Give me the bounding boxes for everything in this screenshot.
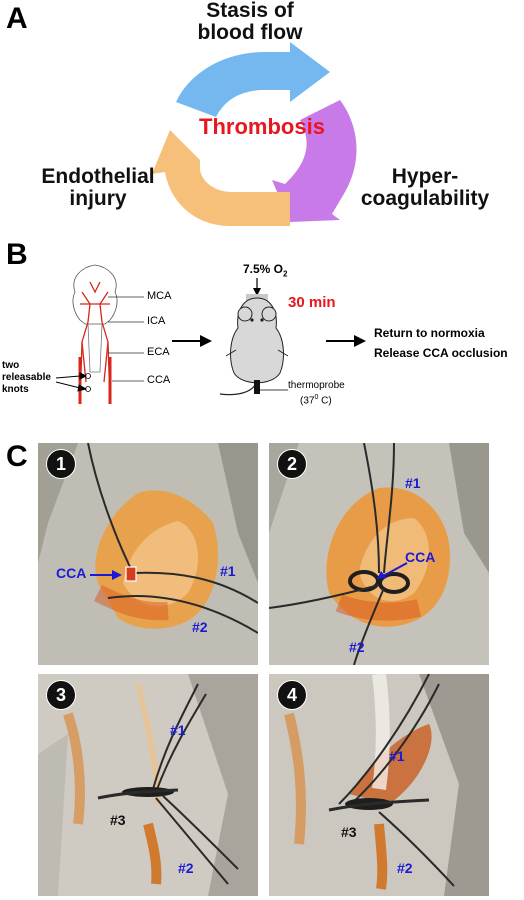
thrombosis-label: Thrombosis [199, 114, 325, 139]
surgery-photo-4: 4 #1 #3 #2 [269, 674, 489, 896]
step-1-badge: 1 [46, 449, 76, 479]
photo2-cca-label: CCA [405, 549, 436, 565]
stasis-label-line1: Stasis of [206, 0, 294, 22]
brainstem-outline [87, 323, 103, 373]
hypercoagulability-label-line1: Hyper- [391, 165, 459, 188]
hypercoagulability-arrow [272, 100, 357, 222]
flow-arrow-2 [326, 335, 366, 347]
knots-label-line2: releasable [2, 372, 51, 383]
photo1-cca-arrow [90, 570, 122, 580]
endothelial-injury-arrow [152, 130, 290, 226]
mouse-illustration [219, 278, 289, 396]
photo4-thread3-label: #3 [341, 824, 357, 840]
step-4-badge: 4 [277, 680, 307, 710]
photo4-thread2-label: #2 [397, 860, 413, 876]
temperature-close: C) [318, 395, 332, 407]
cca-label: CCA [147, 374, 171, 386]
temperature-text: (370 C) [288, 392, 345, 407]
oxygen-label: 7.5% O2 [243, 262, 287, 278]
temperature-sup: 0 [314, 394, 319, 401]
vessel-anatomy-diagram [72, 264, 118, 405]
step-2-badge: 2 [277, 449, 307, 479]
oxygen-subscript: 2 [283, 269, 288, 279]
knot-pointer-arrows [56, 372, 91, 392]
hypercoagulability-label-line2: coagulability [360, 187, 490, 210]
thermoprobe-leader [258, 389, 288, 391]
endothelial-label-line1: Endothelial [41, 165, 155, 188]
photo2-thread1-label: #1 [405, 475, 421, 491]
vessel-leader-lines [108, 296, 144, 382]
endothelial-label-line2: injury [69, 187, 127, 210]
thermoprobe-label: thermoprobe (370 C) [288, 380, 345, 407]
stasis-arrow [176, 42, 330, 117]
duration-label: 30 min [288, 294, 336, 311]
flow-arrow-1 [172, 335, 212, 347]
knots-label-line3: knots [2, 384, 29, 395]
outcome-label: Return to normoxia Release CCA occlusion [374, 323, 508, 363]
photo1-thread2-label: #2 [192, 619, 208, 635]
hypercoagulability-label: Hyper- coagulability [340, 166, 510, 210]
knots-label-line1: two [2, 360, 20, 371]
mouse-tail [219, 381, 258, 396]
temperature-open: (37 [300, 395, 315, 407]
brain-outline [72, 264, 118, 325]
photo3-thread3-label: #3 [110, 812, 126, 828]
knots-label: two releasable knots [2, 360, 51, 396]
photo4-thread1-label: #1 [389, 748, 405, 764]
thrombosis-cycle-arrows [152, 42, 357, 226]
photo3-thread1-label: #1 [170, 722, 186, 738]
outcome-line1: Return to normoxia [374, 326, 485, 340]
step-3-badge: 3 [46, 680, 76, 710]
surgery-photo-1: 1 CCA #1 #2 [38, 443, 258, 665]
eca-label: ECA [147, 346, 170, 358]
photo2-thread2-label: #2 [349, 639, 365, 655]
thermoprobe-text: thermoprobe [288, 380, 345, 391]
photo3-thread2-label: #2 [178, 860, 194, 876]
photo1-thread1-label: #1 [220, 563, 236, 579]
surgery-photo-2: 2 #1 CCA #2 [269, 443, 489, 665]
oxygen-value: 7.5% O [243, 262, 284, 276]
photo1-cca-label: CCA [56, 565, 87, 581]
panel-a-letter: A [6, 2, 28, 35]
stasis-label-line2: blood flow [197, 21, 303, 44]
panel-c-letter: C [6, 440, 28, 473]
endothelial-label: Endothelial injury [28, 166, 168, 210]
mca-label: MCA [147, 290, 172, 302]
stasis-label: Stasis of blood flow [180, 0, 320, 44]
photo2-cca-arrow [377, 562, 408, 579]
outcome-line2: Release CCA occlusion [374, 346, 508, 360]
surgery-photo-3: 3 #1 #3 #2 [38, 674, 258, 896]
ica-label: ICA [147, 315, 166, 327]
panel-b-letter: B [6, 238, 28, 271]
